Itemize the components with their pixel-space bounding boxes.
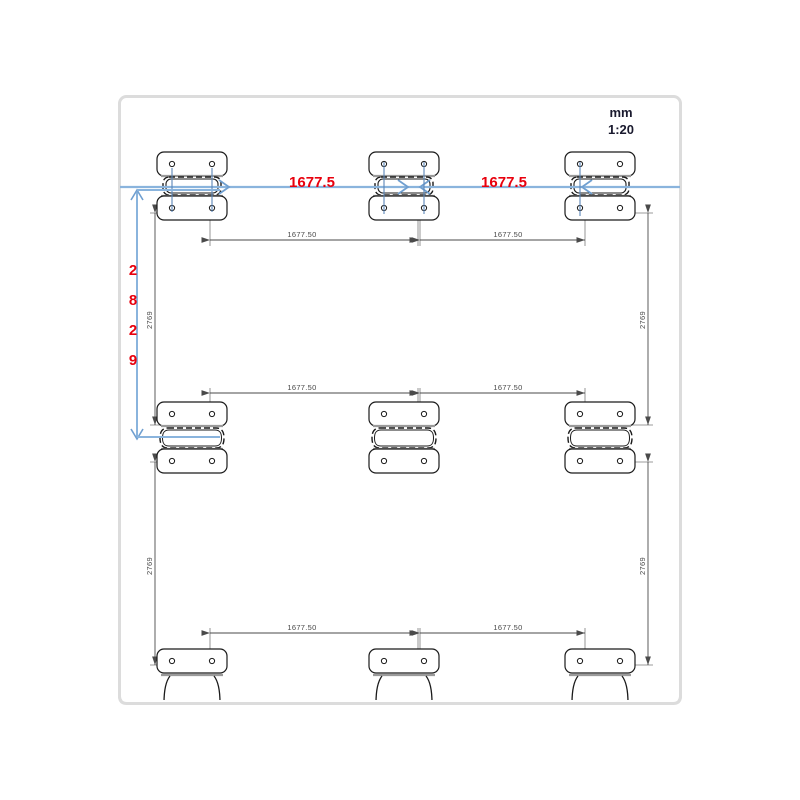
highlight-dimensions: 1677.5 1677.5 2 8 2 9	[120, 162, 680, 441]
dimension-v-3: 2769	[145, 453, 158, 665]
dimension-label: 2769	[145, 311, 154, 329]
highlight-dimension-digit-4: 9	[129, 352, 137, 369]
dimension-label: 2769	[638, 557, 647, 575]
highlight-dimension-label-right: 1677.5	[481, 174, 527, 191]
highlight-arrow-far-right	[580, 179, 593, 195]
horizontal-dimensions: 1677.50 1677.50 1677.50 1677.50 1677.50	[201, 230, 585, 636]
highlight-dimension-digit-2: 8	[129, 292, 137, 309]
dimension-label: 1677.50	[287, 623, 316, 632]
module-middle-right[interactable]	[563, 400, 637, 475]
dimension-label: 2769	[638, 311, 647, 329]
dimension-label: 1677.50	[287, 383, 316, 392]
dimension-label: 1677.50	[493, 230, 522, 239]
frame-bottom-edge	[118, 690, 682, 705]
highlight-arrow-left	[397, 179, 410, 195]
highlight-arrow-right	[418, 179, 431, 195]
highlight-arrow-far-left	[218, 179, 231, 195]
vertical-dimensions: 2769 2769 2769 2769	[145, 204, 651, 665]
module-middle-center[interactable]	[367, 400, 441, 475]
dimension-v-2: 2769	[638, 204, 651, 425]
dimension-h-4: 1677.50	[411, 383, 585, 396]
scale-label: 1:20	[608, 122, 634, 137]
dimension-h-5: 1677.50	[201, 623, 418, 636]
units-label: mm	[609, 105, 632, 120]
dimension-v-1: 2769	[145, 204, 158, 425]
highlight-arrow-down	[130, 428, 144, 441]
highlight-dimension-digit-3: 2	[129, 322, 137, 339]
highlight-dimension-label-left: 1677.5	[289, 174, 335, 191]
dimension-h-3: 1677.50	[201, 383, 418, 396]
dimension-h-1: 1677.50	[201, 230, 418, 243]
dimension-label: 1677.50	[287, 230, 316, 239]
dimension-label: 2769	[145, 557, 154, 575]
dimension-v-4: 2769	[638, 453, 651, 665]
highlight-dimension-digit-1: 2	[129, 262, 137, 279]
dimension-h-6: 1677.50	[411, 623, 585, 636]
dimension-h-2: 1677.50	[411, 230, 585, 243]
dimension-label: 1677.50	[493, 623, 522, 632]
dimension-label: 1677.50	[493, 383, 522, 392]
